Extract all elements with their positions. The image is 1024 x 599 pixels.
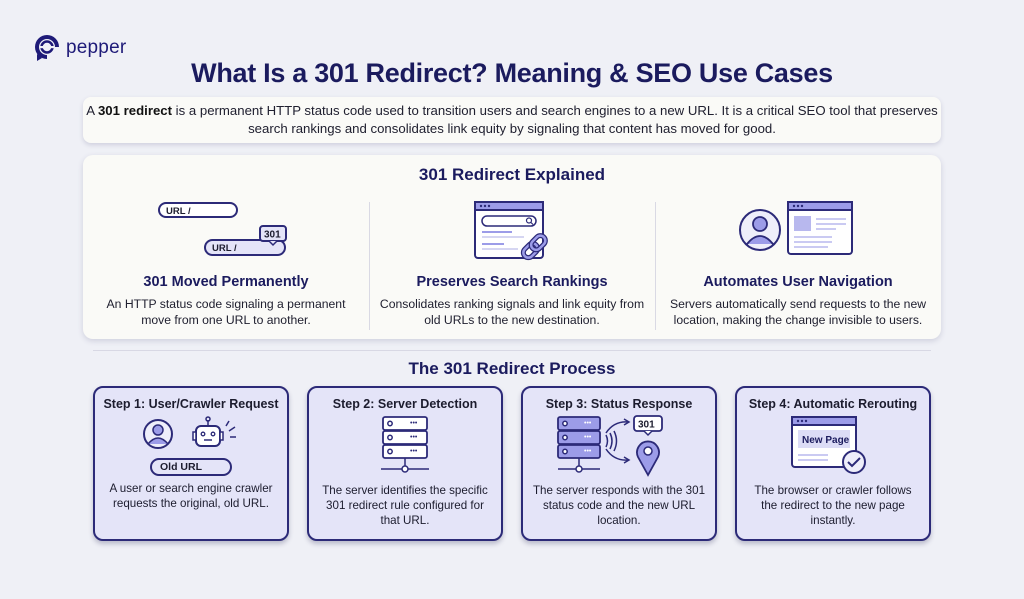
svg-text:•••: ••• [410,420,418,427]
step-desc: The server identifies the specific 301 r… [322,484,488,527]
process-title: The 301 Redirect Process [408,359,616,378]
process-steps: Step 1: User/Crawler Request Old URL [93,386,931,541]
page-title: What Is a 301 Redirect? Meaning & SEO Us… [191,58,833,88]
pepper-logo-icon [35,35,59,61]
step-title: Step 4: Automatic Rerouting [748,397,918,411]
url-redirect-icon: URL / URL / 301 [83,200,369,264]
old-url-pill: Old URL [150,458,232,476]
search-link-icon [369,200,655,264]
svg-text:•••: ••• [584,448,592,455]
step-desc: The server responds with the 301 status … [532,484,706,527]
process-step-2: Step 2: Server Detection ••• ••• ••• The… [307,386,503,541]
explained-panel: 301 Redirect Explained URL / URL / 301 3… [83,155,941,339]
step-title: Step 1: User/Crawler Request [103,397,279,411]
explained-item-desc: An HTTP status code signaling a permanen… [106,297,346,327]
server-response-icon: ••• ••• ••• 301 [523,411,715,483]
server-icon: ••• ••• ••• [309,411,501,483]
intro-box: A 301 redirect is a permanent HTTP statu… [83,97,941,143]
svg-text:301: 301 [264,230,281,241]
new-page-check-icon: New Page [737,411,929,483]
explained-item-title: Automates User Navigation [703,274,893,290]
explained-item-desc: Consolidates ranking signals and link eq… [379,297,645,327]
process-step-4: Step 4: Automatic Rerouting New Page The… [735,386,931,541]
explained-item-search-rankings: Preserves Search Rankings Consolidates r… [369,200,655,330]
svg-text:•••: ••• [584,420,592,427]
process-step-1: Step 1: User/Crawler Request Old URL [93,386,289,541]
user-browser-icon [655,200,941,264]
svg-text:301: 301 [638,420,655,431]
user-robot-icon: Old URL [95,411,287,481]
svg-text:•••: ••• [410,448,418,455]
explained-item-title: 301 Moved Permanently [143,274,309,290]
process-step-3: Step 3: Status Response ••• ••• ••• [521,386,717,541]
brand-logo: pepper [34,34,126,62]
step-title: Step 2: Server Detection [332,397,478,411]
explained-item-user-navigation: Automates User Navigation Servers automa… [655,200,941,330]
svg-text:•••: ••• [410,434,418,441]
explained-title: 301 Redirect Explained [418,165,606,184]
intro-text: is a permanent HTTP status code used to … [172,103,938,136]
intro-prefix: A [86,103,98,118]
step-desc: A user or search engine crawler requests… [109,482,273,510]
explained-item-title: Preserves Search Rankings [416,274,608,290]
step-title: Step 3: Status Response [545,397,693,411]
svg-text:•••: ••• [584,434,592,441]
svg-text:URL /: URL / [212,243,237,254]
section-divider [93,350,931,351]
explained-item-desc: Servers automatically send requests to t… [669,297,927,327]
brand-name: pepper [66,37,127,58]
step-desc: The browser or crawler follows the redir… [754,484,912,527]
svg-text:New Page: New Page [802,435,850,446]
svg-text:URL /: URL / [166,206,191,217]
intro-bold-term: 301 redirect [97,103,173,118]
explained-item-moved-permanently: URL / URL / 301 301 Moved Permanently An… [83,200,369,330]
